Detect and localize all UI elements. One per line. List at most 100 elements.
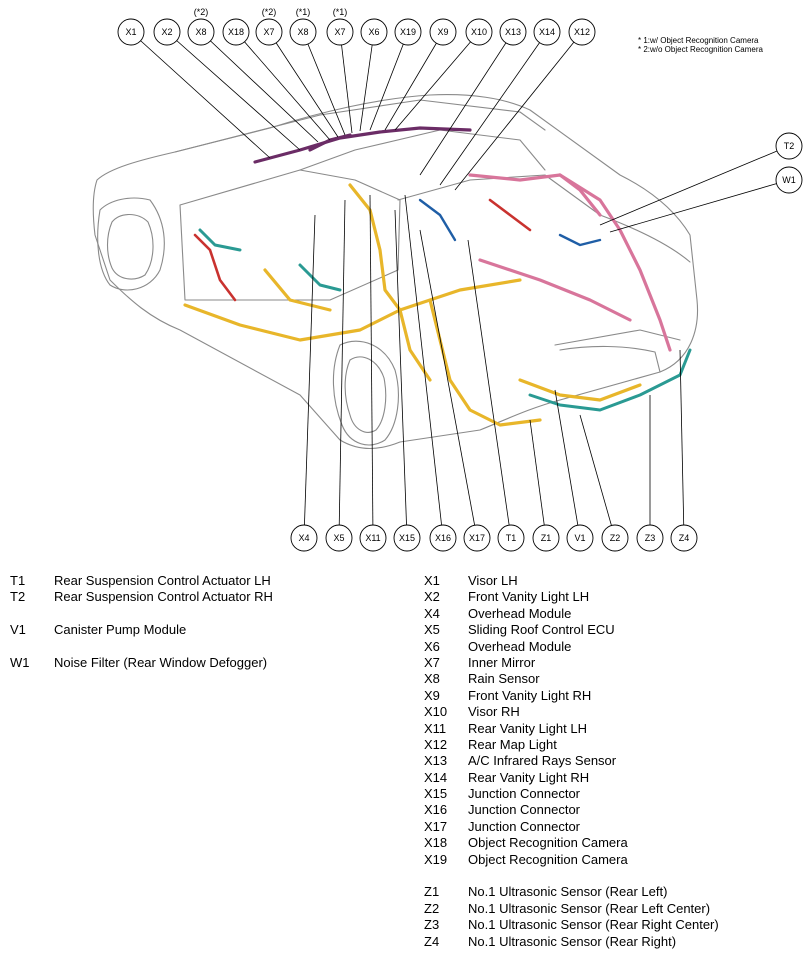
callout-t2: T2 (775, 132, 803, 160)
callout-circle (601, 524, 629, 552)
leader-x4 (303, 214, 316, 539)
legend-description: Noise Filter (Rear Window Defogger) (54, 654, 268, 670)
leader-x19 (369, 31, 409, 131)
legend-description: Front Vanity Light LH (468, 589, 590, 605)
callout-x2: X2 (153, 18, 181, 46)
leader-x5 (338, 199, 346, 539)
callout-circle (326, 18, 354, 46)
harness-bumper (198, 228, 692, 412)
leader-v1 (554, 389, 581, 539)
callout-x8: X8(*1) (289, 7, 317, 46)
callout-label: X7 (334, 27, 345, 37)
legend-code: X9 (424, 687, 440, 703)
callout-circle (670, 524, 698, 552)
legend-item: X19 Object Recognition Camera (424, 852, 719, 868)
callout-label: X1 (125, 27, 136, 37)
callout-circle (566, 524, 594, 552)
callout-x6: X6 (360, 18, 388, 46)
legend-description: Object Recognition Camera (468, 851, 628, 867)
legend-description: Sliding Roof Control ECU (468, 622, 615, 638)
legend-code: X5 (424, 622, 440, 638)
harness-floor (183, 183, 642, 427)
callout-label: T2 (784, 141, 795, 151)
callout-z2: Z2 (601, 524, 629, 552)
callout-x15: X15 (393, 524, 421, 552)
harness-door (193, 198, 532, 302)
callout-x10: X10 (465, 18, 493, 46)
legend-code: X13 (424, 753, 448, 769)
callout-label: X14 (539, 27, 555, 37)
callout-circle (463, 524, 491, 552)
callout-label: T1 (506, 533, 517, 543)
callout-x18: X18 (222, 18, 250, 46)
leader-x8 (200, 31, 319, 143)
legend-code: X17 (424, 818, 448, 834)
callout-label: V1 (574, 533, 585, 543)
legend-description: Rear Map Light (468, 736, 557, 752)
leader-x1 (130, 31, 271, 159)
callout-x11: X11 (359, 524, 387, 552)
legend-description: Inner Mirror (468, 654, 536, 670)
callout-label: X17 (469, 533, 485, 543)
legend-code: X19 (424, 851, 448, 867)
callout-x19: X19 (394, 18, 422, 46)
callout-note: (*2) (194, 7, 209, 17)
legend-description: Rear Vanity Light LH (468, 720, 587, 736)
leader-x17 (419, 229, 478, 539)
callout-note: (*1) (296, 7, 311, 17)
leader-x6 (359, 31, 375, 132)
legend-spacer (10, 606, 273, 622)
legend-code: X7 (424, 654, 440, 670)
footnote-2: * 2:w/o Object Recognition Camera (638, 45, 763, 54)
leader-x14 (439, 31, 548, 186)
callout-label: X7 (263, 27, 274, 37)
legend-code: T1 (10, 573, 26, 588)
legend-description: Visor LH (468, 573, 518, 588)
callout-v1: V1 (566, 524, 594, 552)
callout-x16: X16 (429, 524, 457, 552)
leader-x2 (166, 31, 301, 151)
callout-circle (775, 132, 803, 160)
callout-circle (117, 18, 145, 46)
callout-label: Z2 (610, 533, 621, 543)
callout-x8: X8 (*2) (187, 7, 215, 46)
callout-circle (775, 166, 803, 194)
leader-lines (130, 31, 790, 539)
legend-code: T2 (10, 589, 26, 605)
callout-x5: X5 (325, 524, 353, 552)
leader-x9 (384, 31, 444, 131)
callout-label: X13 (505, 27, 521, 37)
callout-x13: X13 (499, 18, 527, 46)
legend-description: A/C Infrared Rays Sensor (468, 753, 617, 769)
legend-item: X7 Inner Mirror (424, 655, 719, 671)
callout-circle (429, 524, 457, 552)
callout-label: W1 (782, 175, 796, 185)
callout-x17: X17 (463, 524, 491, 552)
callout-circle (255, 18, 283, 46)
leader-x8 (302, 31, 346, 136)
legend-description: Rain Sensor (468, 671, 540, 687)
callout-x1: X1 (117, 18, 145, 46)
leader-x11 (369, 194, 374, 539)
legend-code: Z3 (424, 917, 440, 933)
legend-spacer (10, 639, 273, 655)
callout-circle (465, 18, 493, 46)
callout-label: X16 (435, 533, 451, 543)
callout-label: X8 (195, 27, 206, 37)
callout-circle (499, 18, 527, 46)
leader-z4 (679, 349, 685, 539)
callout-label: X9 (437, 27, 448, 37)
callout-circle (289, 18, 317, 46)
callout-circle (325, 524, 353, 552)
legend-description: Visor RH (468, 704, 520, 720)
